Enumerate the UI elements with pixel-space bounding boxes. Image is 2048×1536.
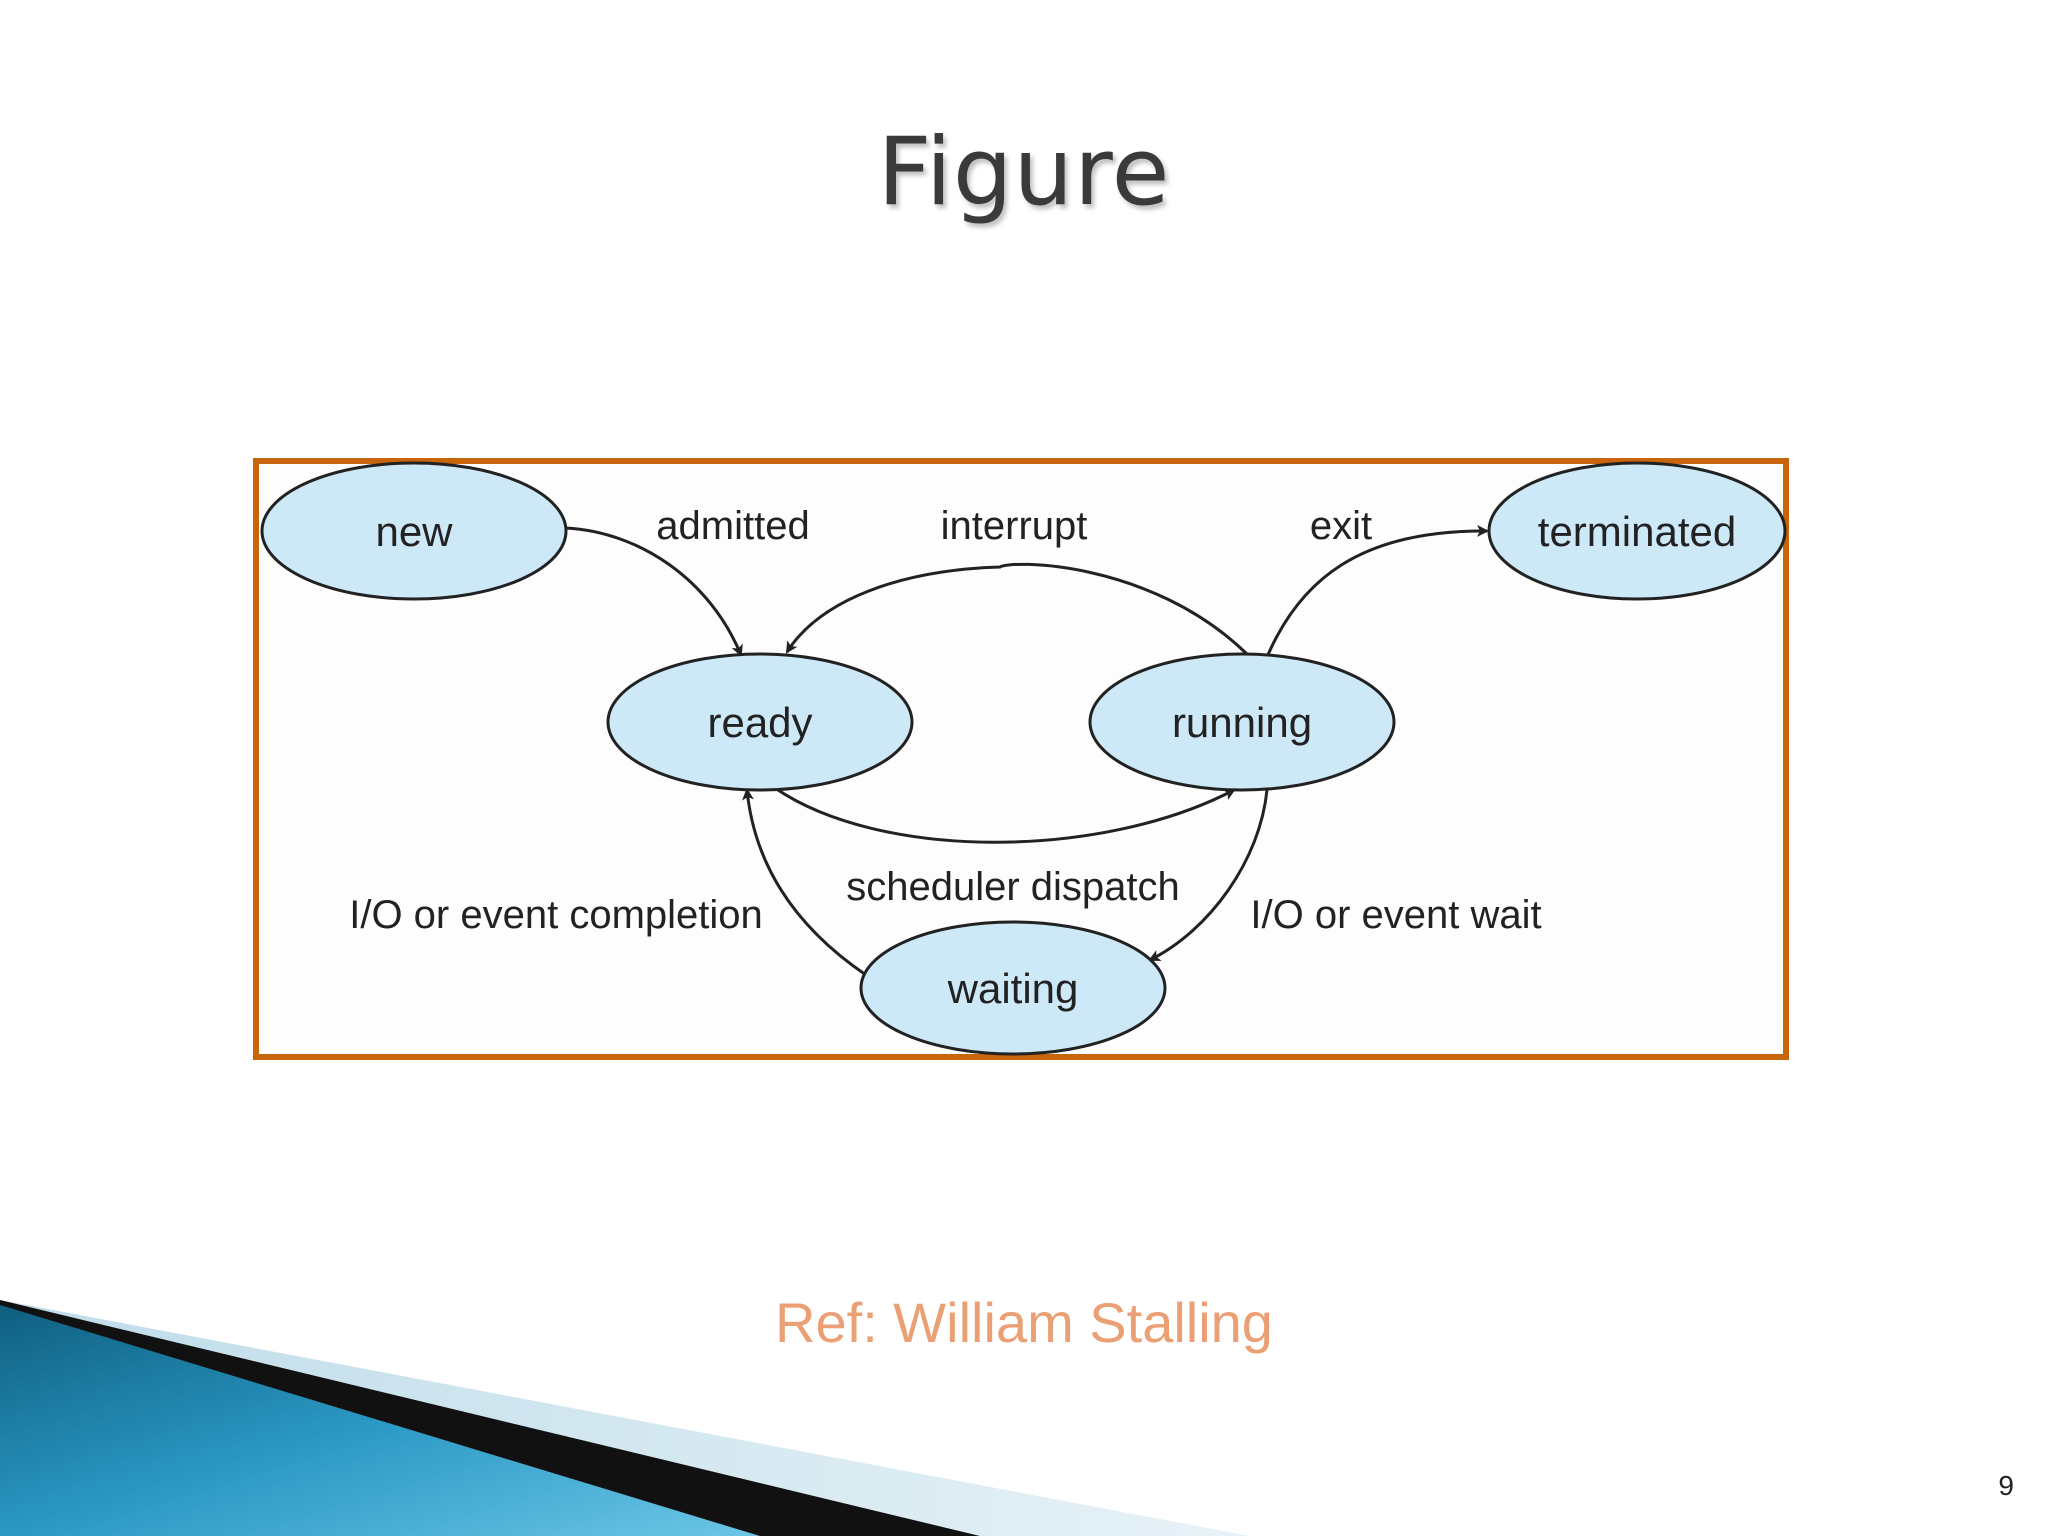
state-running <box>1088 652 1396 792</box>
label-admitted: admitted <box>656 504 809 548</box>
page-number: 9 <box>1998 1470 2014 1501</box>
state-running-label: running <box>1172 699 1312 746</box>
state-ready-label: ready <box>707 699 812 746</box>
arrow-interrupt <box>785 562 1249 656</box>
state-new <box>260 461 568 601</box>
label-scheduler-dispatch: scheduler dispatch <box>846 865 1180 909</box>
slide-title: Figure <box>877 118 1171 227</box>
arrow-exit <box>1265 524 1489 658</box>
label-interrupt: interrupt <box>941 504 1088 548</box>
state-ready <box>606 652 914 792</box>
reference-citation: Ref: William Stalling <box>775 1291 1273 1354</box>
state-terminated <box>1487 461 1787 601</box>
arrow-io-event-completion <box>742 788 867 977</box>
arrow-io-event-wait <box>1148 789 1269 962</box>
label-io-event-completion: I/O or event completion <box>349 893 763 937</box>
arrow-scheduler-dispatch <box>774 786 1236 844</box>
swoosh-teal <box>0 1305 760 1536</box>
state-terminated-label: terminated <box>1538 508 1736 555</box>
label-exit: exit <box>1310 504 1372 548</box>
label-io-event-wait: I/O or event wait <box>1250 893 1541 937</box>
state-waiting <box>859 920 1167 1056</box>
arrow-admitted <box>565 526 743 657</box>
state-waiting-label: waiting <box>947 965 1079 1012</box>
state-new-label: new <box>375 508 453 555</box>
